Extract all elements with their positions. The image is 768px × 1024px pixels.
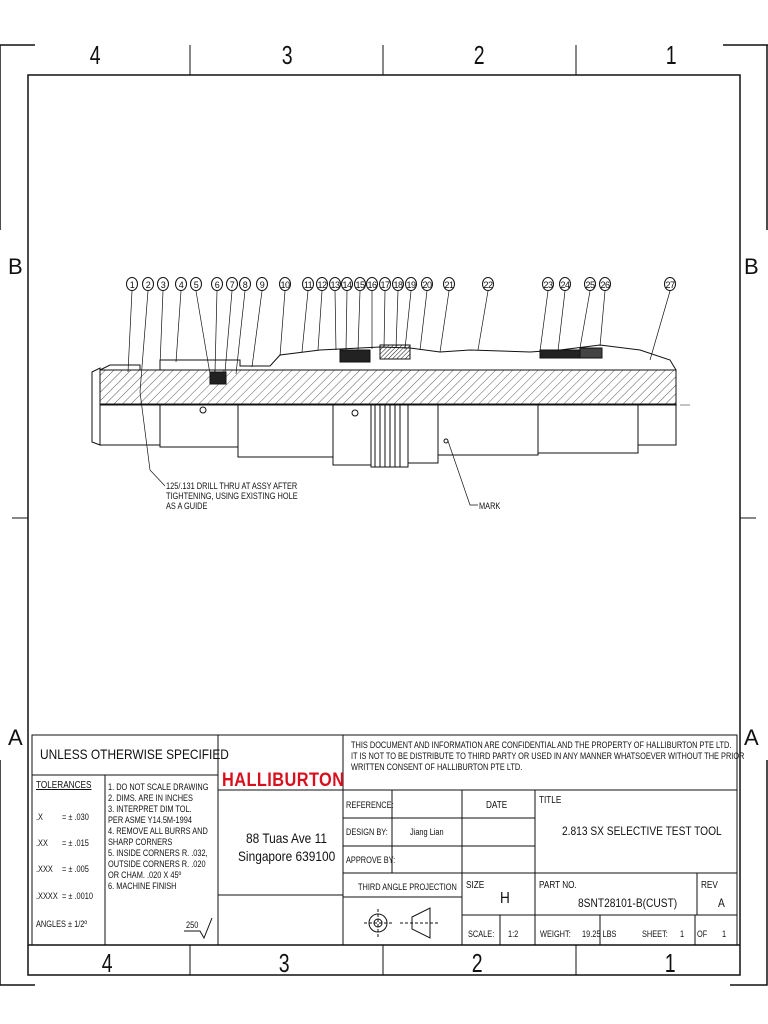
- balloon-8: 8: [239, 277, 251, 291]
- drill-note-line-2: TIGHTENING, USING EXISTING HOLE: [166, 491, 298, 501]
- balloon-20: 20: [421, 277, 433, 291]
- balloon-12: 12: [316, 277, 328, 291]
- balloon-16: 16: [366, 277, 378, 291]
- drill-note: 125/.131 DRILL THRU AT ASSY AFTER TIGHTE…: [166, 481, 298, 511]
- date-label: DATE: [486, 800, 508, 811]
- balloon-5: 5: [190, 277, 202, 291]
- zone-col-1-bottom: 1: [664, 948, 676, 978]
- of-value: 1: [722, 929, 727, 939]
- confidential-line-1: THIS DOCUMENT AND INFORMATION ARE CONFID…: [351, 740, 732, 750]
- balloon-15: 15: [354, 277, 366, 291]
- tol-val-xxx: = ± .005: [62, 864, 89, 874]
- note-6: 6. MACHINE FINISH: [108, 881, 177, 891]
- tol-key-xxx: .XXX: [36, 864, 53, 874]
- note-4b: SHARP CORNERS: [108, 837, 173, 847]
- drill-note-line-3: AS A GUIDE: [166, 501, 208, 511]
- balloon-21: 21: [443, 277, 455, 291]
- sheet-label: SHEET:: [642, 929, 668, 939]
- angles-tolerance: ANGLES ± 1/2º: [36, 919, 88, 929]
- design-by-value: Jiang Lian: [410, 827, 444, 837]
- zone-col-3-top: 3: [281, 40, 293, 70]
- weight-value: 19.25 LBS: [582, 929, 617, 939]
- projection-label: THIRD ANGLE PROJECTION: [358, 882, 457, 892]
- note-3: 3. INTERPRET DIM TOL.: [108, 804, 192, 814]
- mark-note: MARK: [479, 501, 501, 511]
- note-3b: PER ASME Y14.5M-1994: [108, 815, 192, 825]
- confidential-notice: THIS DOCUMENT AND INFORMATION ARE CONFID…: [351, 740, 744, 773]
- of-label: OF: [697, 929, 708, 939]
- balloon-1: 1: [126, 277, 138, 291]
- confidential-line-2: IT IS NOT TO BE DISTRIBUTE TO THIRD PART…: [351, 751, 745, 761]
- tolerances-label: TOLERANCES: [36, 780, 92, 791]
- part-no-label: PART NO.: [539, 880, 577, 891]
- balloon-14: 14: [341, 277, 353, 291]
- balloon-6: 6: [211, 277, 223, 291]
- unless-otherwise-specified: UNLESS OTHERWISE SPECIFIED: [40, 746, 229, 762]
- balloon-17: 17: [379, 277, 391, 291]
- tol-key-x: .X: [36, 812, 43, 822]
- drawing-title: 2.813 SX SELECTIVE TEST TOOL: [562, 824, 722, 838]
- note-5: 5. INSIDE CORNERS R. .032,: [108, 848, 208, 858]
- balloon-3: 3: [157, 277, 169, 291]
- part-no-value: 8SNT28101-B(CUST): [578, 896, 678, 910]
- size-label: SIZE: [466, 880, 485, 891]
- tol-val-xx: = ± .015: [62, 838, 89, 848]
- balloon-9: 9: [256, 277, 268, 291]
- rev-label: REV: [701, 880, 718, 891]
- drill-note-line-1: 125/.131 DRILL THRU AT ASSY AFTER: [166, 481, 298, 491]
- rev-value: A: [718, 896, 725, 910]
- note-5b: OUTSIDE CORNERS R. .020: [108, 859, 206, 869]
- balloon-4: 4: [175, 277, 187, 291]
- tol-key-xx: .XX: [36, 838, 48, 848]
- scale-value: 1:2: [508, 929, 519, 939]
- zone-col-1-top: 1: [665, 40, 677, 70]
- halliburton-logo: HALLIBURTON: [222, 770, 345, 791]
- balloon-27: 27: [664, 277, 676, 291]
- balloon-11: 11: [302, 277, 314, 291]
- general-notes: 1. DO NOT SCALE DRAWING 2. DIMS. ARE IN …: [108, 782, 231, 892]
- title-label: TITLE: [539, 795, 562, 806]
- zone-row-b-left: B: [8, 254, 23, 279]
- balloon-10: 10: [279, 277, 291, 291]
- approve-by-label: APPROVE BY:: [346, 855, 396, 865]
- balloon-18: 18: [392, 277, 404, 291]
- zone-col-4-bottom: 4: [101, 948, 113, 978]
- note-5c: OR CHAM. .020 X 45º: [108, 870, 182, 880]
- zone-col-3-bottom: 3: [278, 948, 290, 978]
- address-line-1: 88 Tuas Ave 11: [246, 830, 327, 846]
- tol-val-x: = ± .030: [62, 812, 89, 822]
- balloon-13: 13: [329, 277, 341, 291]
- zone-row-b-right: B: [744, 254, 759, 279]
- balloon-22: 22: [482, 277, 494, 291]
- balloon-25: 25: [584, 277, 596, 291]
- tol-key-xxxx: .XXXX: [36, 891, 58, 901]
- balloon-7: 7: [226, 277, 238, 291]
- note-1: 1. DO NOT SCALE DRAWING: [108, 782, 209, 792]
- balloon-24: 24: [559, 277, 571, 291]
- scale-label: SCALE:: [468, 929, 495, 939]
- weight-label: WEIGHT:: [540, 929, 571, 939]
- size-value: H: [500, 890, 510, 907]
- balloon-23: 23: [542, 277, 554, 291]
- balloon-26: 26: [599, 277, 611, 291]
- confidential-line-3: WRITTEN CONSENT OF HALLIBURTON PTE LTD.: [351, 762, 523, 772]
- note-4: 4. REMOVE ALL BURRS AND: [108, 826, 208, 836]
- sheet-value: 1: [680, 929, 685, 939]
- address-line-2: Singapore 639100: [238, 848, 336, 864]
- finish-value: 250: [186, 920, 199, 930]
- balloon-19: 19: [405, 277, 417, 291]
- tol-val-xxxx: = ± .0010: [62, 891, 93, 901]
- note-2: 2. DIMS. ARE IN INCHES: [108, 793, 193, 803]
- zone-col-4-top: 4: [89, 40, 101, 70]
- zone-col-2-top: 2: [473, 40, 485, 70]
- reference-label: REFERENCE:: [346, 800, 394, 810]
- balloon-2: 2: [142, 277, 154, 291]
- zone-row-a-left: A: [8, 725, 23, 750]
- zone-col-2-bottom: 2: [471, 948, 483, 978]
- zone-row-a-right: A: [744, 725, 759, 750]
- design-by-label: DESIGN BY:: [346, 827, 388, 837]
